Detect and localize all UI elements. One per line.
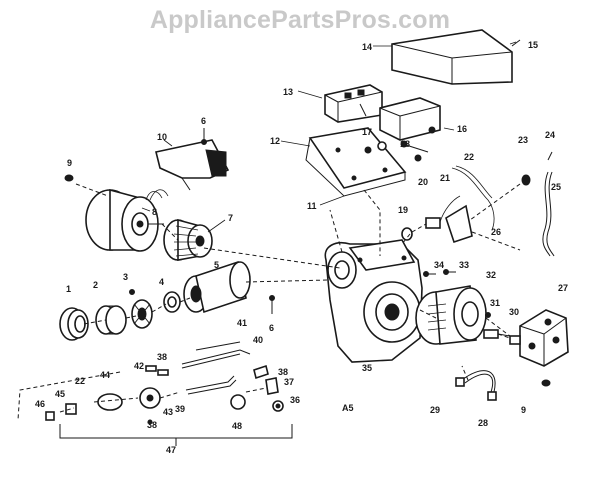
part-fan-shutter	[129, 289, 153, 329]
label-22b: 22	[75, 376, 85, 386]
label-23: 23	[518, 135, 528, 145]
label-7: 7	[228, 213, 233, 223]
label-30: 30	[509, 307, 519, 317]
label-1: 1	[66, 284, 71, 294]
label-27: 27	[558, 283, 568, 293]
label-48: 48	[232, 421, 242, 431]
label-35: 35	[362, 363, 372, 373]
part-cover-box	[391, 29, 521, 85]
part-burner-housing	[324, 239, 423, 363]
part-transformer	[324, 84, 383, 123]
part-air-band	[95, 305, 127, 335]
part-cylinder	[183, 260, 251, 314]
part-oil-line	[455, 370, 497, 401]
label-2: 2	[93, 280, 98, 290]
label-39: 39	[175, 404, 185, 414]
label-33: 33	[459, 260, 469, 270]
label-26: 26	[491, 227, 501, 237]
label-45: 45	[55, 389, 65, 399]
label-10: 10	[157, 132, 167, 142]
part-oil-pump	[509, 309, 569, 367]
label-14: 14	[362, 42, 372, 52]
part-small-fittings	[253, 364, 284, 412]
label-21: 21	[440, 173, 450, 183]
leader-lines	[17, 41, 521, 446]
label-28: 28	[478, 418, 488, 428]
label-17: 17	[362, 127, 372, 137]
label-16: 16	[457, 124, 467, 134]
label-diagram-code: A5	[342, 403, 354, 413]
label-41: 41	[237, 318, 247, 328]
label-37: 37	[284, 377, 294, 387]
label-29: 29	[430, 405, 440, 415]
label-25: 25	[551, 182, 561, 192]
label-12: 12	[270, 136, 280, 146]
part-screws-6	[201, 128, 275, 314]
label-8: 8	[152, 207, 157, 217]
label-9b: 9	[521, 405, 526, 415]
part-pump-cover	[415, 285, 487, 345]
part-motor	[85, 188, 169, 252]
part-electrodes	[145, 341, 251, 410]
label-6a: 6	[201, 116, 206, 126]
part-washer	[163, 291, 181, 313]
label-36: 36	[290, 395, 300, 405]
label-38c: 38	[147, 420, 157, 430]
label-5: 5	[214, 260, 219, 270]
part-mounting-plate	[305, 127, 407, 197]
part-housing-cover	[155, 139, 230, 191]
label-38a: 38	[157, 352, 167, 362]
part-screws-33-34	[423, 269, 456, 277]
label-42: 42	[134, 361, 144, 371]
label-6b: 6	[269, 323, 274, 333]
label-43: 43	[163, 407, 173, 417]
label-31: 31	[490, 298, 500, 308]
label-32: 32	[486, 270, 496, 280]
label-34: 34	[434, 260, 444, 270]
label-13: 13	[283, 87, 293, 97]
part-pump-fittings	[483, 312, 511, 339]
label-40: 40	[253, 335, 263, 345]
part-nozzle-assembly	[401, 195, 473, 244]
label-4: 4	[159, 277, 164, 287]
label-24: 24	[545, 130, 555, 140]
label-19: 19	[398, 205, 408, 215]
part-wires	[451, 165, 495, 231]
label-11: 11	[307, 201, 317, 211]
part-screws-9	[64, 174, 551, 387]
label-46: 46	[35, 399, 45, 409]
label-38b: 38	[278, 367, 288, 377]
label-3: 3	[123, 272, 128, 282]
part-plate-screws	[364, 140, 429, 162]
label-18: 18	[400, 139, 410, 149]
watermark-text: AppliancePartsPros.com	[149, 6, 451, 34]
label-15: 15	[528, 40, 538, 50]
part-primary-control	[379, 97, 441, 141]
label-9a: 9	[67, 158, 72, 168]
label-20: 20	[418, 177, 428, 187]
part-cable	[521, 151, 555, 257]
part-blower-wheel	[163, 218, 213, 261]
label-47: 47	[166, 445, 176, 455]
label-22a: 22	[464, 152, 474, 162]
label-44: 44	[100, 370, 110, 380]
part-ring	[59, 307, 89, 341]
